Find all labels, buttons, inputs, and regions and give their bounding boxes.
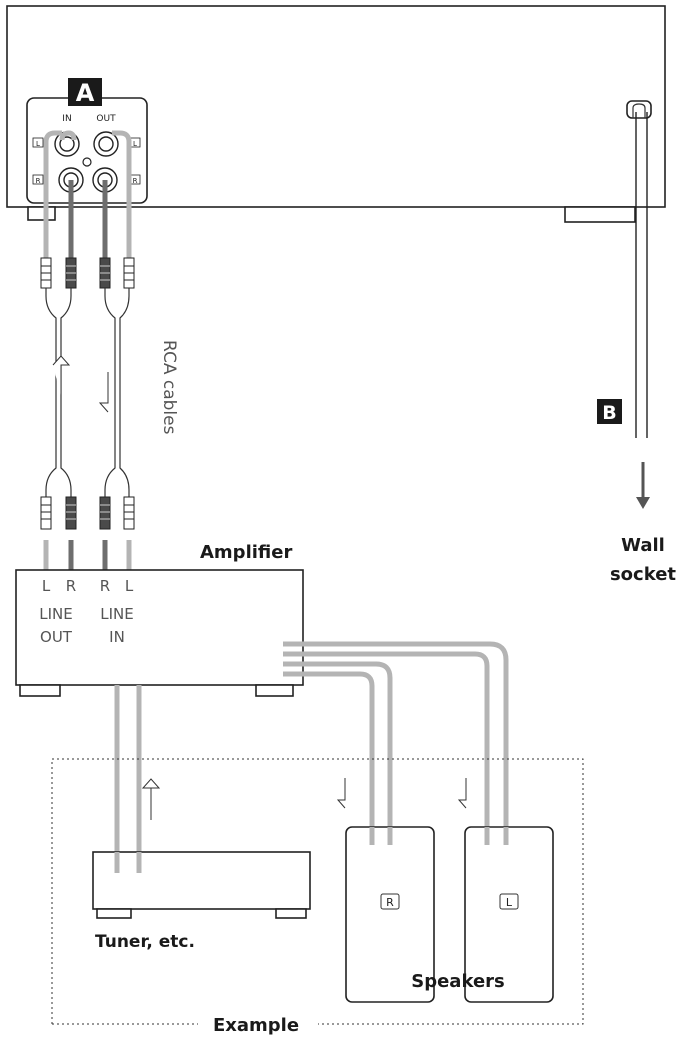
arrow-up-icon: [52, 355, 71, 397]
wall-socket-label-1: Wall: [621, 535, 665, 556]
line-in-label-2: IN: [109, 628, 125, 646]
wall-socket-label-2: socket: [610, 564, 676, 585]
line-out-label-2: OUT: [40, 628, 73, 646]
arrow-down-icon: [457, 778, 467, 809]
panel-l-left: L: [36, 140, 40, 148]
arrow-down-icon: [336, 778, 346, 809]
speaker-wires: [283, 641, 509, 827]
speakers-label: Speakers: [411, 971, 505, 992]
rca-cables-label: RCA cables: [159, 340, 179, 435]
amp-r1-label: R: [66, 577, 76, 595]
panel-r-right: R: [133, 177, 138, 185]
line-out-label-1: LINE: [39, 605, 72, 623]
speaker-left: L: [457, 778, 554, 1003]
speaker-l-label: L: [506, 896, 513, 909]
marker-b: B: [602, 402, 616, 424]
line-in-label-1: LINE: [100, 605, 133, 623]
speaker-r-label: R: [386, 896, 394, 909]
arrow-down-icon: [98, 372, 109, 413]
marker-b-box: [597, 399, 622, 424]
lower-plugs: [40, 496, 135, 530]
tuner: Tuner, etc.: [92, 778, 311, 952]
amplifier-label: Amplifier: [200, 542, 292, 563]
upper-plugs: [40, 257, 135, 289]
amp-l1-label: L: [42, 577, 51, 595]
panel-l-box-left: [32, 137, 44, 148]
amp-l2-label: L: [125, 577, 134, 595]
jack-in-label: IN: [62, 114, 71, 124]
panel-r-left: R: [36, 177, 41, 185]
tuner-label: Tuner, etc.: [95, 932, 195, 952]
panel-r-box-left: [32, 174, 44, 185]
arrow-up-icon: [141, 778, 161, 820]
jack-out-label: OUT: [96, 114, 116, 124]
upper-cable-stubs: [43, 130, 132, 258]
power-cord: B Wall socket: [597, 100, 676, 585]
speaker-right: R: [336, 778, 435, 1003]
amp-r2-label: R: [100, 577, 110, 595]
example-label: Example: [213, 1015, 299, 1036]
panel-l-right: L: [133, 140, 137, 148]
example-region: Example Tuner, etc. R L: [51, 758, 584, 1036]
marker-a: A: [76, 79, 95, 107]
tuner-wires: [114, 685, 142, 872]
marker-a-box: [68, 78, 102, 106]
arrow-down-icon: [636, 497, 650, 509]
amplifier: Amplifier L R R L LINE OUT LINE IN: [15, 542, 304, 697]
rca-cable-set: RCA cables: [40, 257, 179, 572]
